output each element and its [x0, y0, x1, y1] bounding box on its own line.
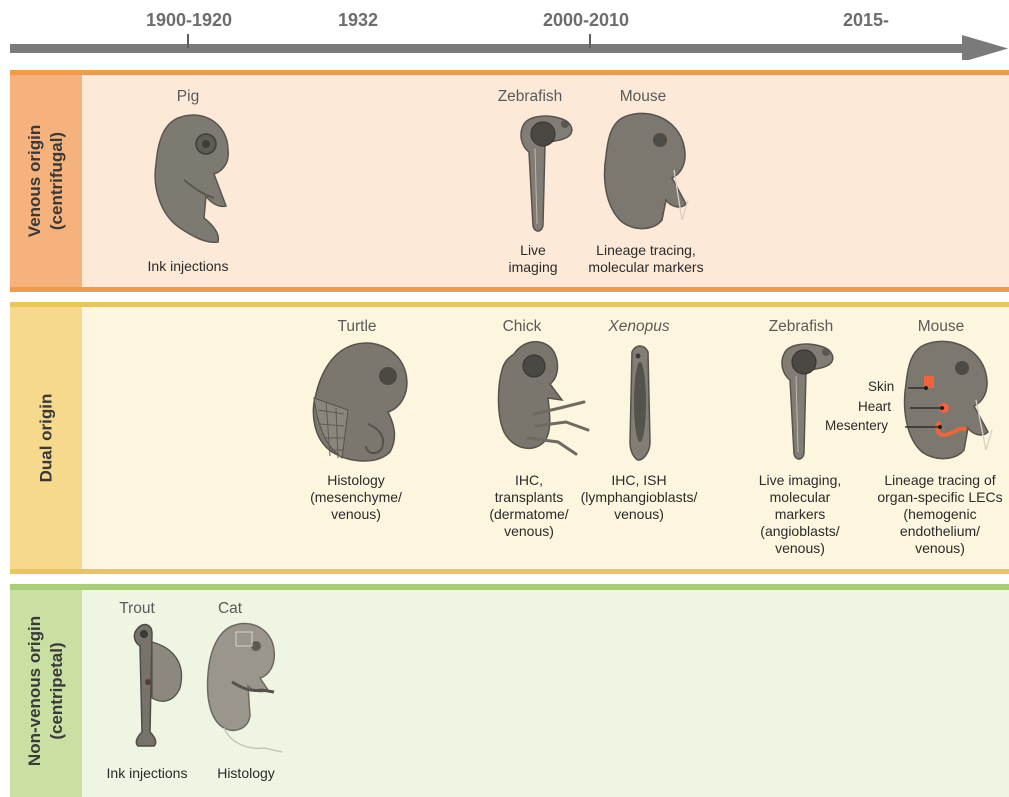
band-title: Venous origin	[25, 125, 44, 237]
species-mouse: Mouse	[620, 88, 667, 106]
timeline-tick	[589, 34, 591, 48]
method-cat: Histology	[217, 765, 275, 782]
species-zebrafish: Zebrafish	[498, 88, 563, 106]
pig-embryo-icon	[148, 110, 238, 248]
year-2000-2010: 2000-2010	[543, 10, 629, 31]
year-1932: 1932	[338, 10, 378, 31]
species-cat: Cat	[218, 600, 242, 618]
band-label: Venous origin(centrifugal)	[10, 70, 82, 292]
band-venous-origin: Venous origin(centrifugal) Pig Ink injec…	[10, 70, 1009, 292]
mouse-embryo-icon	[600, 108, 692, 238]
band-dual-origin: Dual origin Turtle Histology(mesenchyme/…	[10, 302, 1009, 574]
band-subtitle: (centrifugal)	[47, 132, 66, 230]
zebrafish-embryo-icon	[513, 112, 583, 238]
band-nonvenous-origin: Non-venous origin(centripetal) Trout Ink…	[10, 584, 1009, 797]
year-1900-1920: 1900-1920	[146, 10, 232, 31]
timeline-arrow-icon	[0, 30, 1009, 60]
method-mouse: Lineage tracing,molecular markers	[588, 242, 703, 276]
trout-embryo-icon	[118, 622, 190, 752]
callout-heart: Heart	[858, 399, 891, 414]
year-2015: 2015-	[843, 10, 889, 31]
method-trout: Ink injections	[107, 765, 188, 782]
band-title: Non-venous origin	[25, 615, 44, 765]
species-trout: Trout	[119, 600, 155, 618]
method-pig: Ink injections	[148, 258, 229, 275]
callout-skin: Skin	[868, 379, 894, 394]
callout-mesentery: Mesentery	[825, 418, 888, 433]
species-pig: Pig	[177, 88, 199, 106]
callout-lines	[10, 302, 1009, 574]
band-subtitle: (centripetal)	[47, 642, 66, 739]
timeline-tick	[187, 34, 189, 48]
band-label: Non-venous origin(centripetal)	[10, 584, 82, 797]
cat-embryo-icon	[202, 620, 284, 758]
